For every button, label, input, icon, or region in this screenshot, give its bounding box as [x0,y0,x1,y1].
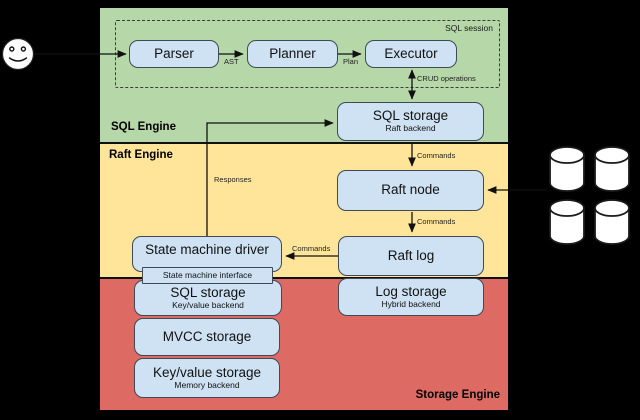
database-icon [549,199,585,245]
node-state-machine-driver-label: State machine driver [145,242,269,257]
node-parser-label: Parser [154,45,194,61]
node-executor: Executor [365,40,457,68]
edge-label-commands-1: Commands [417,151,456,160]
raft-engine-label: Raft Engine [109,149,173,161]
node-sql-storage-raft: SQL storage Raft backend [337,102,484,141]
node-planner: Planner [247,40,338,68]
edge-label-responses: Responses [214,175,252,184]
edge-label-crud-operations: CRUD operations [417,74,476,83]
node-executor-label: Executor [384,45,438,61]
edge-label-ast: AST [224,57,239,66]
node-log-storage-sublabel: Hybrid backend [381,298,441,309]
node-raft-node-label: Raft node [381,182,440,198]
node-planner-label: Planner [269,45,316,61]
database-icon [594,146,630,192]
database-cluster-icon [549,146,630,245]
database-icon [594,199,630,245]
node-mvcc-storage-label: MVCC storage [162,328,252,344]
smiley-user-icon [1,37,35,71]
node-raft-node: Raft node [337,170,484,211]
node-state-machine-interface-label: State machine interface [162,269,253,280]
edge-label-commands-2: Commands [417,217,456,226]
node-sql-storage-raft-sublabel: Raft backend [385,123,436,134]
node-sql-storage-raft-label: SQL storage [372,108,449,124]
sql-engine-label: SQL Engine [111,121,176,133]
node-mvcc-storage: MVCC storage [134,318,280,356]
node-parser: Parser [129,40,219,68]
node-raft-log: Raft log [338,236,484,276]
sql-session-label: SQL session [445,23,493,33]
node-kv-storage-label: Key/value storage [152,364,262,380]
node-kv-storage: Key/value storage Memory backend [134,358,280,398]
node-log-storage-label: Log storage [375,283,447,299]
node-sql-storage-kv-sublabel: Key/value backend [172,299,244,310]
node-sql-storage-kv-label: SQL storage [170,284,246,300]
node-state-machine-interface: State machine interface [142,267,273,284]
edge-label-commands-3: Commands [292,244,331,253]
edge-label-plan: Plan [343,57,359,66]
storage-engine-label: Storage Engine [415,389,500,401]
node-raft-log-label: Raft log [387,247,435,263]
node-log-storage: Log storage Hybrid backend [338,278,484,316]
database-icon [549,146,585,192]
node-kv-storage-sublabel: Memory backend [174,379,240,390]
node-sql-storage-kv: SQL storage Key/value backend [134,280,282,316]
